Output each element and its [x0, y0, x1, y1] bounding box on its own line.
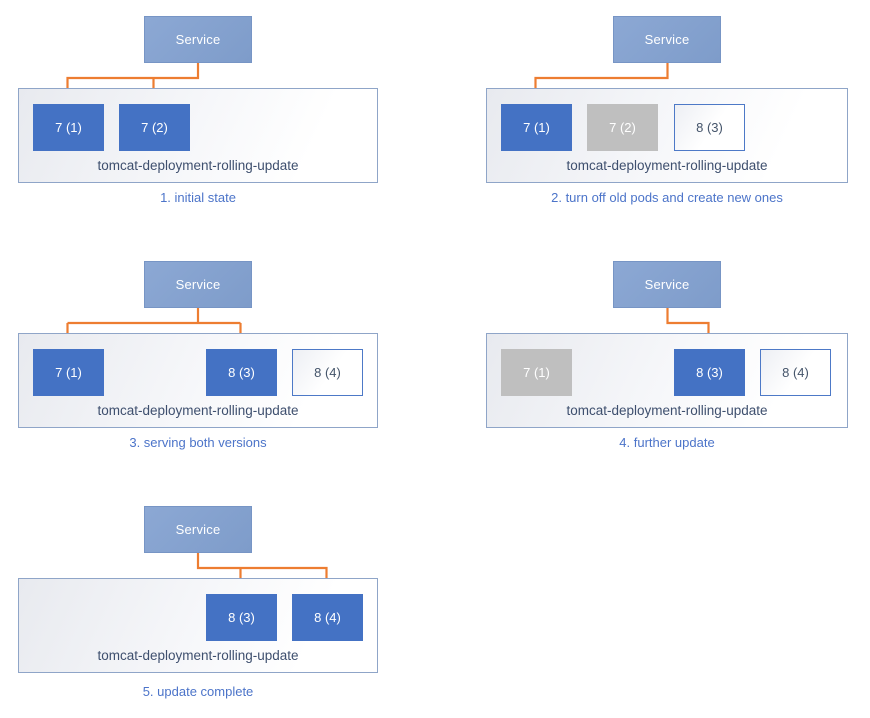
pod-8-3: 8 (3): [674, 104, 745, 151]
panel-4-further-update: Service 7 (1) 8 (3) 8 (4) tomcat-deploym…: [435, 245, 870, 490]
pod-8-3: 8 (3): [674, 349, 745, 396]
panel-2-turn-off-old-pods: Service 7 (1) 7 (2) 8 (3) tomcat-deploym…: [435, 0, 870, 245]
panel-caption: 2. turn off old pods and create new ones: [551, 190, 783, 205]
pod-7-2: 7 (2): [587, 104, 658, 151]
panel-3-serving-both-versions: Service 7 (1) 8 (3) 8 (4) tomcat-deploym…: [0, 245, 435, 490]
service-label: Service: [175, 32, 221, 47]
pod-7-1: 7 (1): [33, 104, 104, 151]
deployment-label: tomcat-deployment-rolling-update: [566, 403, 768, 418]
service-label: Service: [644, 277, 690, 292]
deployment-box: 7 (1) 7 (2) 8 (3) tomcat-deployment-roll…: [486, 88, 848, 183]
panel-5-update-complete: Service 8 (3) 8 (4) tomcat-deployment-ro…: [0, 490, 435, 718]
pod-7-1: 7 (1): [501, 349, 572, 396]
deployment-label: tomcat-deployment-rolling-update: [97, 648, 299, 663]
service-label: Service: [644, 32, 690, 47]
pod-8-4: 8 (4): [292, 594, 363, 641]
deployment-label: tomcat-deployment-rolling-update: [97, 403, 299, 418]
pod-8-3: 8 (3): [206, 594, 277, 641]
pod-8-3: 8 (3): [206, 349, 277, 396]
pod-7-1: 7 (1): [501, 104, 572, 151]
service-label: Service: [175, 277, 221, 292]
deployment-box: 7 (1) 8 (3) 8 (4) tomcat-deployment-roll…: [18, 333, 378, 428]
service-box: Service: [613, 261, 721, 308]
service-label: Service: [175, 522, 221, 537]
panel-1-initial-state: Service 7 (1) 7 (2) tomcat-deployment-ro…: [0, 0, 435, 245]
deployment-box: 7 (1) 8 (3) 8 (4) tomcat-deployment-roll…: [486, 333, 848, 428]
service-box: Service: [613, 16, 721, 63]
service-box: Service: [144, 261, 252, 308]
service-box: Service: [144, 506, 252, 553]
deployment-label: tomcat-deployment-rolling-update: [97, 158, 299, 173]
panel-caption: 3. serving both versions: [129, 435, 267, 450]
service-box: Service: [144, 16, 252, 63]
pod-8-4: 8 (4): [292, 349, 363, 396]
deployment-label: tomcat-deployment-rolling-update: [566, 158, 768, 173]
pod-8-4: 8 (4): [760, 349, 831, 396]
deployment-box: 8 (3) 8 (4) tomcat-deployment-rolling-up…: [18, 578, 378, 673]
panel-caption: 5. update complete: [142, 684, 254, 699]
panel-caption: 4. further update: [619, 435, 715, 450]
pod-7-2: 7 (2): [119, 104, 190, 151]
deployment-box: 7 (1) 7 (2) tomcat-deployment-rolling-up…: [18, 88, 378, 183]
panel-caption: 1. initial state: [160, 190, 236, 205]
pod-7-1: 7 (1): [33, 349, 104, 396]
